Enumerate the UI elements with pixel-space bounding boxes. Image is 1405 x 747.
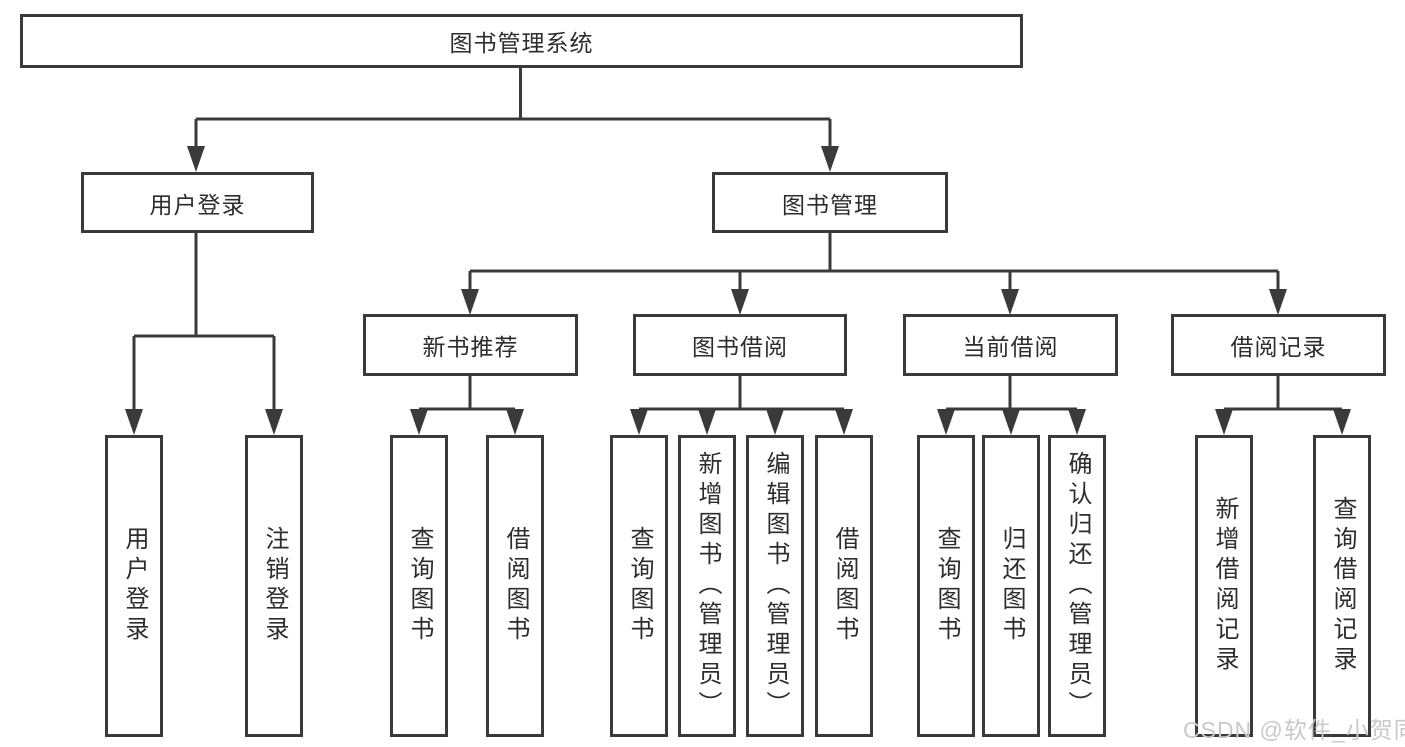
node-label: 注销登录 <box>261 526 288 646</box>
node-label: 图书管理系统 <box>449 30 594 56</box>
node-label: 用户登录 <box>149 191 246 218</box>
arrow-icon <box>698 409 716 435</box>
leaf-query-books-borrow: 查询图书 <box>610 435 668 737</box>
node-label: 查询图书 <box>626 526 653 646</box>
node-label: 确认归还（管理员） <box>1064 451 1091 721</box>
node-library-management-system: 图书管理系统 <box>20 14 1023 68</box>
arrow-icon <box>766 409 784 435</box>
arrow-icon <box>1269 289 1287 315</box>
leaf-return-book: 归还图书 <box>982 435 1040 737</box>
arrow-icon <box>1215 409 1233 435</box>
arrow-icon <box>821 146 839 172</box>
leaf-query-books-current: 查询图书 <box>917 435 975 737</box>
leaf-confirm-return-admin: 确认归还（管理员） <box>1048 435 1106 737</box>
node-label: 借阅图书 <box>502 526 529 646</box>
node-label: 查询图书 <box>933 526 960 646</box>
leaf-user-login: 用户登录 <box>105 435 163 737</box>
arrow-icon <box>731 289 749 315</box>
node-label: 借阅记录 <box>1230 334 1327 360</box>
leaf-query-books-recommend: 查询图书 <box>390 435 448 737</box>
leaf-add-book-admin: 新增图书（管理员） <box>678 435 736 737</box>
arrow-icon <box>461 289 479 315</box>
leaf-edit-book-admin: 编辑图书（管理员） <box>746 435 804 737</box>
arrow-icon <box>1002 409 1020 435</box>
node-label: 新书推荐 <box>422 334 519 360</box>
node-book-borrow: 图书借阅 <box>633 314 847 376</box>
arrow-icon <box>1068 409 1086 435</box>
node-new-book-recommend: 新书推荐 <box>363 314 578 376</box>
node-label: 图书借阅 <box>692 334 788 360</box>
node-user-login-group: 用户登录 <box>81 172 314 233</box>
node-label: 归还图书 <box>998 526 1025 646</box>
leaf-add-borrow-record: 新增借阅记录 <box>1195 435 1253 737</box>
node-label: 查询图书 <box>406 526 433 646</box>
node-label: 新增图书（管理员） <box>694 451 721 721</box>
node-label: 编辑图书（管理员） <box>762 451 789 721</box>
arrow-icon <box>1333 409 1351 435</box>
leaf-logout: 注销登录 <box>245 435 303 737</box>
csdn-watermark: CSDN @软件_小贺同学 <box>1183 717 1405 743</box>
node-label: 用户登录 <box>121 526 148 646</box>
arrow-icon <box>937 409 955 435</box>
node-borrow-records: 借阅记录 <box>1171 314 1386 376</box>
node-label: 查询借阅记录 <box>1329 496 1356 676</box>
node-book-management: 图书管理 <box>712 172 948 233</box>
arrow-icon <box>506 409 524 435</box>
leaf-borrow-books-borrow: 借阅图书 <box>815 435 873 737</box>
leaf-query-borrow-record: 查询借阅记录 <box>1313 435 1371 737</box>
arrow-icon <box>265 409 283 435</box>
arrow-icon <box>835 409 853 435</box>
leaf-borrow-books-recommend: 借阅图书 <box>486 435 544 737</box>
arrow-icon <box>1001 289 1019 315</box>
arrow-icon <box>630 409 648 435</box>
node-label: 图书管理 <box>782 191 878 218</box>
node-current-borrow: 当前借阅 <box>903 314 1118 376</box>
node-label: 借阅图书 <box>831 526 858 646</box>
arrow-icon <box>125 409 143 435</box>
node-label: 新增借阅记录 <box>1211 496 1238 676</box>
node-label: 当前借阅 <box>962 334 1059 360</box>
arrow-icon <box>187 146 205 172</box>
arrow-icon <box>410 409 428 435</box>
